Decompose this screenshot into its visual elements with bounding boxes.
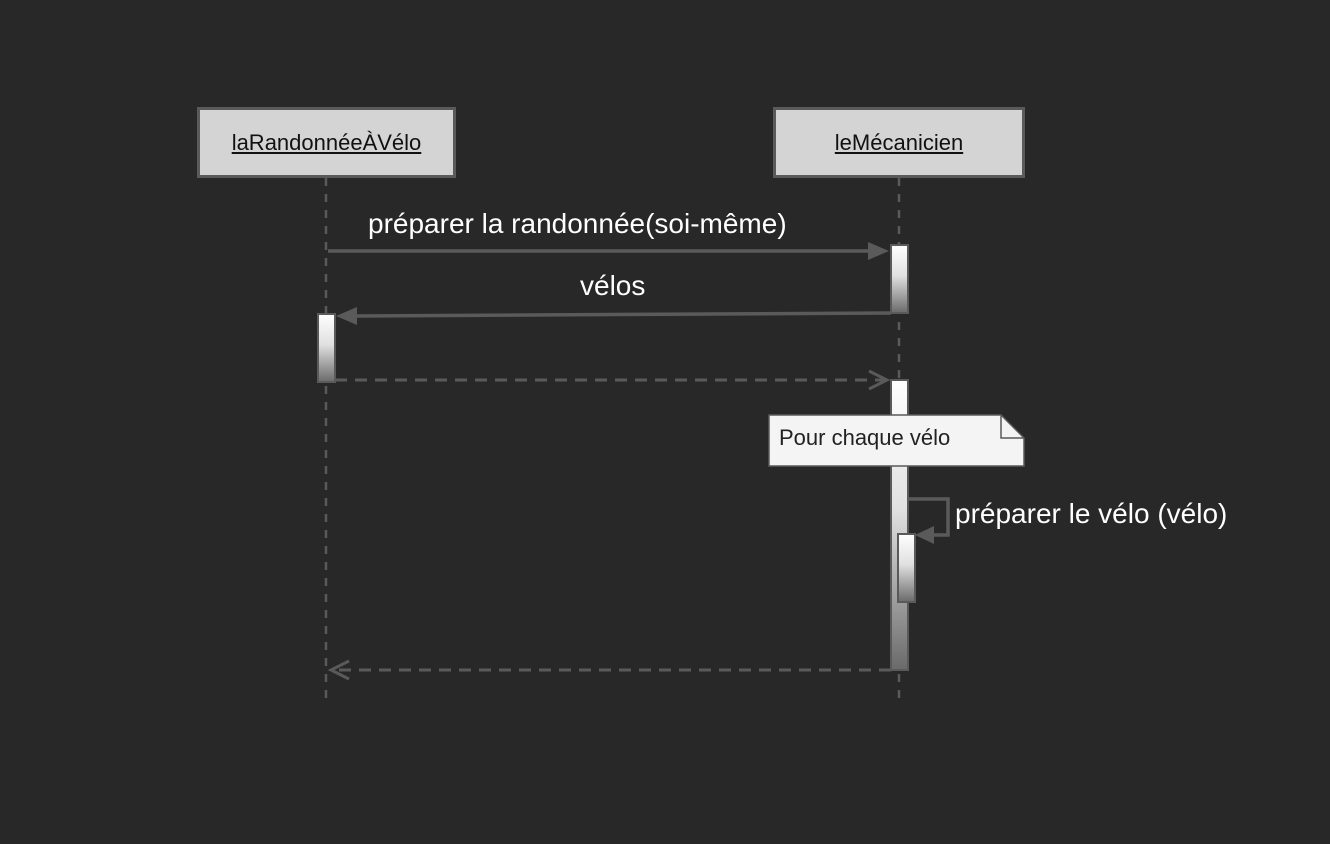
lifeline-head-mecanicien: leMécanicien [773,107,1025,178]
activation-mecanicien-1 [890,244,909,314]
lifeline-head-mecanicien-label: leMécanicien [834,129,964,155]
message-label-1: préparer la randonnée(soi-même) [368,208,787,239]
lifeline-head-randonnee: laRandonnéeÀVélo [197,107,456,178]
message-arrowhead-3 [868,369,891,391]
activation-randonnee-1 [317,313,336,383]
message-arrowhead-2 [336,307,357,325]
activation-mecanicien-nested [897,533,916,603]
message-arrow-2 [351,311,892,318]
lifeline-head-randonnee-label: laRandonnéeÀVélo [231,129,422,155]
message-label-2: vélos [580,270,646,301]
message-arrowhead-1 [868,242,889,260]
message-arrowhead-self [915,526,934,544]
note-dog-ear [1000,415,1024,439]
message-arrow-self [908,497,950,537]
note-text: Pour chaque vélo [779,425,951,450]
message-arrowhead-return [327,659,350,681]
note-shape [768,414,1025,467]
message-label-self: préparer le vélo (vélo) [955,498,1228,529]
